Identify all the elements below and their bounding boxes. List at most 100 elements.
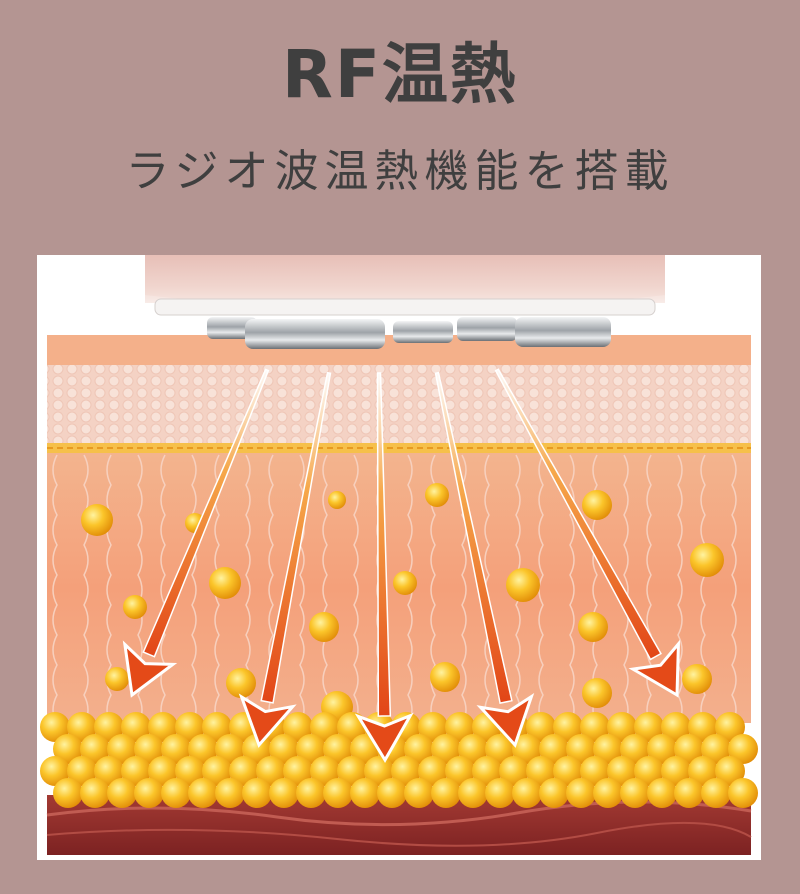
fat-cell: [499, 756, 529, 786]
fat-cell: [364, 756, 394, 786]
fat-cell: [226, 668, 256, 698]
page-subtitle: ラジオ波温熱機能を搭載: [125, 146, 675, 197]
heat-arrow: [434, 371, 535, 748]
fat-cell: [593, 734, 623, 764]
fat-cell: [283, 712, 313, 742]
fat-cell: [661, 756, 691, 786]
fat-cell: [418, 712, 448, 742]
fat-cell: [512, 734, 542, 764]
fat-cell: [337, 756, 367, 786]
rf-heat-arrows: [122, 368, 681, 763]
fat-cell: [458, 734, 488, 764]
fat-cell: [580, 756, 610, 786]
fat-cell: [53, 778, 83, 808]
fat-cell: [296, 778, 326, 808]
fat-cell: [620, 778, 650, 808]
fat-cell: [81, 504, 113, 536]
fat-cell: [728, 778, 758, 808]
fat-cell: [715, 756, 745, 786]
fat-cell: [67, 712, 97, 742]
fat-cell: [553, 712, 583, 742]
fat-cell: [40, 756, 70, 786]
fat-cell: [526, 712, 556, 742]
fat-cell: [445, 756, 475, 786]
fat-cell: [580, 712, 610, 742]
fat-cell: [539, 778, 569, 808]
skin-cross-section-illustration: [37, 255, 761, 860]
fat-cell: [393, 571, 417, 595]
fat-cell: [80, 778, 110, 808]
fat-cell: [526, 756, 556, 786]
fat-cell: [582, 678, 612, 708]
fat-cell: [80, 734, 110, 764]
basal-dotted-line: [47, 443, 751, 453]
fat-cell: [701, 778, 731, 808]
fat-cell: [578, 612, 608, 642]
fat-cell: [40, 712, 70, 742]
fat-cell: [202, 756, 232, 786]
fat-cell: [134, 734, 164, 764]
fat-cell: [674, 734, 704, 764]
rf-device: [145, 255, 665, 349]
fat-cell: [229, 756, 259, 786]
fat-cell: [458, 778, 488, 808]
fat-cell: [53, 734, 83, 764]
fat-cell: [323, 778, 353, 808]
fat-cell: [148, 756, 178, 786]
heat-arrow: [122, 368, 270, 698]
fat-cell: [323, 734, 353, 764]
fat-cell: [445, 712, 475, 742]
fat-cell: [682, 664, 712, 694]
fat-cell: [256, 756, 286, 786]
fat-cell: [107, 778, 137, 808]
fat-cell: [431, 778, 461, 808]
fat-cell: [328, 491, 346, 509]
fat-cell: [661, 712, 691, 742]
fat-cell: [148, 712, 178, 742]
fat-cell: [701, 734, 731, 764]
fat-cell: [269, 778, 299, 808]
fat-cell: [310, 756, 340, 786]
fat-cell: [593, 778, 623, 808]
fat-cell: [283, 756, 313, 786]
fat-cell: [188, 778, 218, 808]
fat-cell: [647, 734, 677, 764]
fat-cell: [566, 778, 596, 808]
fat-cell: [121, 756, 151, 786]
fat-cell: [215, 734, 245, 764]
fat-cell: [728, 734, 758, 764]
fat-cell: [688, 712, 718, 742]
heat-arrow: [494, 368, 681, 698]
fat-cell: [674, 778, 704, 808]
fat-cell: [161, 734, 191, 764]
fat-cell: [472, 756, 502, 786]
fat-cell: [634, 712, 664, 742]
fat-cell: [566, 734, 596, 764]
fat-cell: [404, 778, 434, 808]
fat-cell: [485, 778, 515, 808]
fat-cell: [607, 712, 637, 742]
fat-cell: [607, 756, 637, 786]
fat-cell: [620, 734, 650, 764]
fat-cell: [215, 778, 245, 808]
fat-cell: [134, 778, 164, 808]
fat-cell: [94, 712, 124, 742]
fat-cell: [105, 667, 129, 691]
subcutaneous-fat-layer: [40, 712, 758, 808]
fat-cell: [350, 778, 380, 808]
fat-cell: [161, 778, 191, 808]
fat-cell: [715, 712, 745, 742]
fat-cell: [202, 712, 232, 742]
fat-cell: [485, 734, 515, 764]
fat-cell: [67, 756, 97, 786]
heat-arrow: [238, 371, 332, 748]
fat-cell: [539, 734, 569, 764]
fat-cell: [506, 568, 540, 602]
fat-cell: [296, 734, 326, 764]
fat-cell: [553, 756, 583, 786]
fat-cell: [512, 778, 542, 808]
fat-cell: [418, 756, 448, 786]
fat-cell: [94, 756, 124, 786]
fat-cell: [377, 778, 407, 808]
fat-cell: [425, 483, 449, 507]
